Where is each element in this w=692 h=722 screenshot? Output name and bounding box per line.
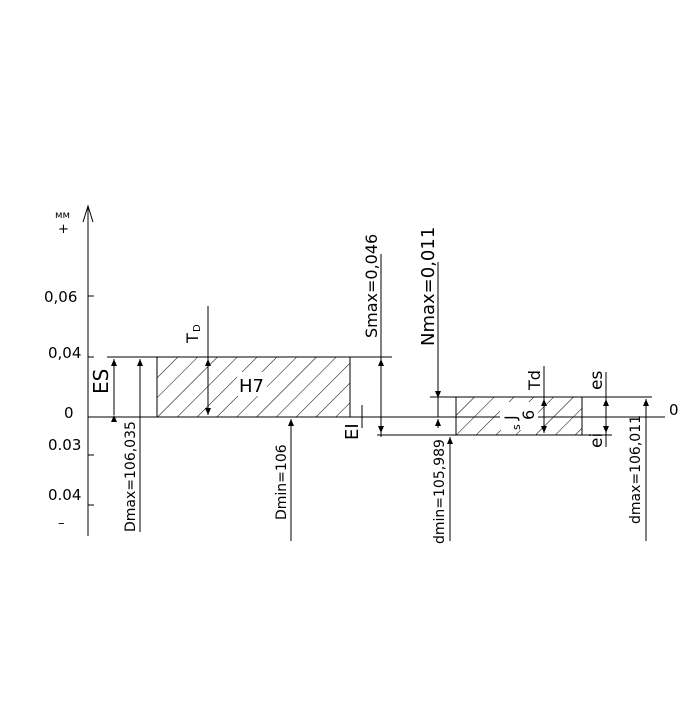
ei-label: EI (342, 423, 363, 440)
smax-label: Smax=0,046 (362, 234, 381, 338)
shaft-es-label: es (587, 371, 607, 390)
shaft-field-sub: s (510, 424, 523, 430)
y-axis-arrow-icon (82, 204, 94, 223)
es-label: ES (89, 369, 113, 394)
plus-sign: + (58, 222, 69, 237)
tick-label: 0 (64, 404, 74, 422)
shaft-field-grade: 6 (519, 410, 538, 420)
tick-label: 0,06 (44, 288, 77, 306)
hole-field-label: H7 (239, 376, 264, 397)
td-label: T (183, 333, 202, 344)
dmax-label: Dmax=106,035 (123, 421, 139, 532)
nmax-label: Nmax=0,011 (418, 227, 439, 346)
shaft-dmax-label: dmax=106,011 (628, 415, 644, 524)
tick-label: 0.03 (48, 436, 81, 454)
shaft-label-backdrop (500, 402, 538, 430)
shaft-field-label: J (501, 415, 520, 421)
shaft-ei-label: ei (587, 433, 607, 448)
tick-label: 0.04 (48, 486, 81, 504)
zero-label-right: 0 (669, 401, 679, 419)
dmin-label: Dmin=106 (274, 444, 290, 520)
unit-label: мм (55, 210, 70, 221)
shaft-dmin-label: dmin=105,989 (432, 439, 448, 544)
hole-label-backdrop (237, 372, 267, 396)
shaft-td-label: Td (525, 370, 544, 391)
td-sub-label: D (192, 324, 203, 332)
tick-label: 0,04 (48, 344, 81, 362)
minus-sign: – (58, 516, 65, 531)
